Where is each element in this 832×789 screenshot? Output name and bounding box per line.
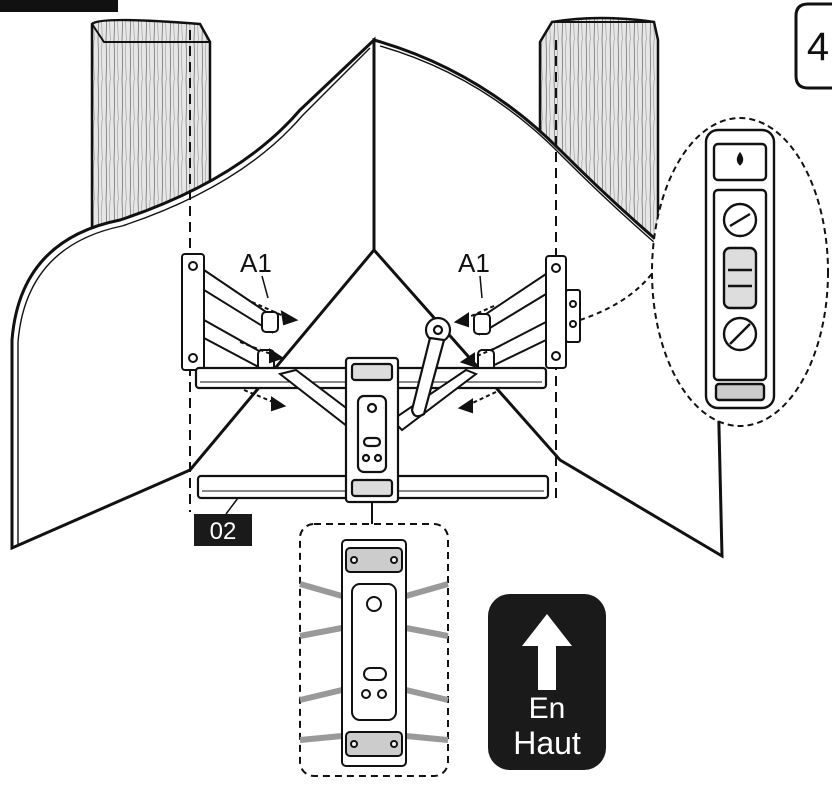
part-leader: [225, 497, 239, 515]
screw-a1-left: [239, 301, 299, 412]
wall-bracket-left: [181, 253, 279, 374]
wrench-tool: [410, 316, 452, 418]
leader-right: [479, 275, 483, 299]
screw-a1-right: [453, 305, 501, 414]
screw-label-right: A1: [458, 248, 490, 278]
part-label-text: 02: [210, 518, 237, 545]
arrow-up-icon: [522, 614, 572, 690]
up-sign-line2: Haut: [513, 725, 581, 761]
wood-post-left: [90, 18, 212, 242]
spirit-level: [704, 128, 776, 410]
leader-left: [261, 275, 269, 299]
plate-detail-callout: [299, 523, 449, 777]
center-mount-plate: [344, 356, 400, 504]
level-zoom-callout: [579, 117, 829, 427]
step-number: 4: [807, 25, 829, 69]
part-label-badge: 02: [194, 514, 252, 546]
up-sign-line1: En: [529, 692, 566, 725]
up-direction-sign: En Haut: [488, 594, 606, 770]
wall-bracket-right: [473, 255, 581, 372]
screw-label-left: A1: [240, 248, 272, 278]
header-bar: [0, 0, 118, 12]
step-number-badge: 4: [794, 2, 832, 90]
